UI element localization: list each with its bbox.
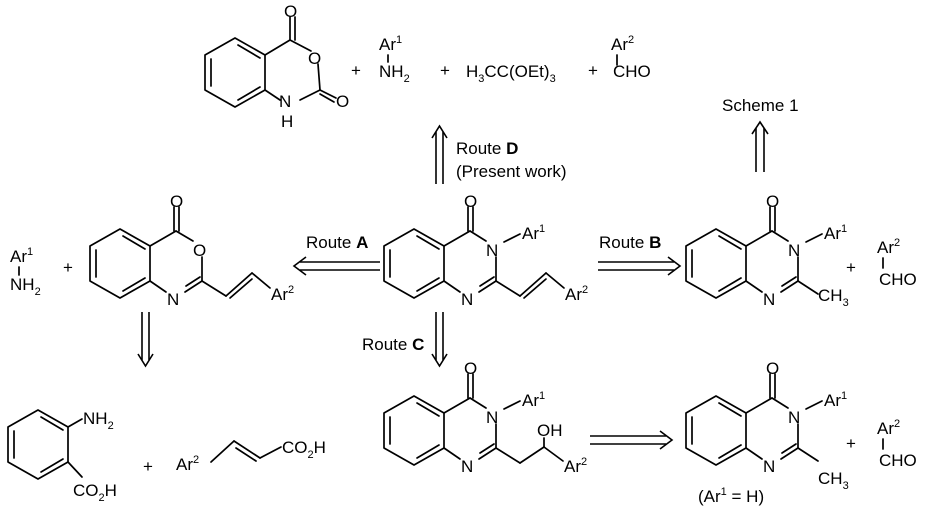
route-c-label: Route C xyxy=(362,335,424,354)
isatoic-anhydride: O O O N H xyxy=(204,2,349,131)
aniline-ar1-nh2: Ar1 NH2 xyxy=(379,34,410,85)
svg-text:Ar2: Ar2 xyxy=(176,454,199,474)
svg-text:NH2: NH2 xyxy=(379,62,410,85)
2-methylquinazolinone-right: O N N Ar1 CH3 xyxy=(685,192,849,309)
aldehyde-ar2-cho: Ar2 CHO xyxy=(611,34,651,81)
svg-text:Ar2: Ar2 xyxy=(877,418,900,438)
aldehyde-ar2-cho-bottom: Ar2 CHO xyxy=(877,418,917,470)
route-d-label: Route D xyxy=(456,139,518,158)
svg-text:Ar2: Ar2 xyxy=(877,237,900,257)
svg-text:H3CC(OEt)3: H3CC(OEt)3 xyxy=(466,62,556,85)
plus-sign: + xyxy=(351,61,361,80)
present-work-label: (Present work) xyxy=(456,162,567,181)
retro-arrow-left-down xyxy=(137,312,154,368)
svg-text:Ar2: Ar2 xyxy=(564,456,587,476)
svg-text:N: N xyxy=(461,457,473,476)
retro-arrow-bottom-right xyxy=(590,430,674,450)
atom-label: H xyxy=(281,112,293,131)
svg-text:CH3: CH3 xyxy=(818,286,849,309)
aniline-ar1-nh2-left: Ar1 NH2 xyxy=(10,246,41,298)
styryl-benzoxazinone: O O N Ar2 xyxy=(89,192,294,309)
svg-text:N: N xyxy=(167,290,179,309)
retro-arrow-route-b xyxy=(598,256,682,276)
plus-sign: + xyxy=(846,434,856,453)
plus-sign: + xyxy=(440,61,450,80)
triethyl-orthoacetate: H3CC(OEt)3 xyxy=(466,62,556,85)
route-b-label: Route B xyxy=(599,233,661,252)
retro-arrow-route-a xyxy=(292,256,380,276)
svg-text:O: O xyxy=(170,192,183,211)
svg-text:N: N xyxy=(763,290,775,309)
target-2-styrylquinazolinone: O N N Ar1 Ar2 xyxy=(383,192,588,309)
retro-arrow-route-d xyxy=(431,124,448,184)
svg-text:Ar2: Ar2 xyxy=(271,284,294,304)
svg-text:N: N xyxy=(788,408,800,427)
svg-text:CO2H: CO2H xyxy=(73,481,117,504)
plus-sign: + xyxy=(588,61,598,80)
cinnamic-acid: Ar2 CO2H xyxy=(176,438,326,474)
svg-text:N: N xyxy=(763,457,775,476)
aldehyde-ar2-cho-right: Ar2 CHO xyxy=(877,237,917,289)
svg-text:N: N xyxy=(461,290,473,309)
svg-text:O: O xyxy=(766,192,779,211)
route-a-label: Route A xyxy=(306,233,368,252)
svg-text:O: O xyxy=(766,359,779,378)
plus-sign: + xyxy=(143,457,153,476)
svg-text:Ar2: Ar2 xyxy=(611,34,634,54)
svg-text:Ar2: Ar2 xyxy=(565,284,588,304)
svg-text:O: O xyxy=(193,241,206,260)
svg-text:Ar1: Ar1 xyxy=(379,34,402,54)
svg-text:O: O xyxy=(464,192,477,211)
svg-text:OH: OH xyxy=(537,421,563,440)
plus-sign: + xyxy=(846,258,856,277)
atom-label: O xyxy=(284,2,297,21)
2-methylquinazolinone-bottom: O N N Ar1 CH3 (Ar1 = H) xyxy=(685,359,849,506)
svg-text:CH3: CH3 xyxy=(818,469,849,492)
anthranilic-acid: NH2 CO2H xyxy=(7,409,117,504)
atom-label: N xyxy=(279,92,291,111)
svg-text:O: O xyxy=(464,359,477,378)
plus-sign: + xyxy=(63,258,73,277)
svg-text:CO2H: CO2H xyxy=(282,438,326,461)
atom-label: O xyxy=(336,92,349,111)
svg-text:NH2: NH2 xyxy=(10,275,41,298)
svg-text:NH2: NH2 xyxy=(83,409,114,432)
svg-text:Ar1: Ar1 xyxy=(522,390,545,410)
svg-text:N: N xyxy=(486,408,498,427)
svg-text:N: N xyxy=(788,241,800,260)
svg-text:CHO: CHO xyxy=(613,62,651,81)
atom-label: O xyxy=(308,49,321,68)
scheme1-label: Scheme 1 xyxy=(722,96,799,115)
svg-text:CHO: CHO xyxy=(879,270,917,289)
svg-text:N: N xyxy=(486,241,498,260)
svg-text:CHO: CHO xyxy=(879,451,917,470)
svg-text:Ar1: Ar1 xyxy=(10,246,33,266)
svg-text:Ar1: Ar1 xyxy=(824,223,847,243)
hydroxy-quinazolinone-intermediate: O N N Ar1 OH Ar2 xyxy=(383,359,587,476)
svg-text:Ar1: Ar1 xyxy=(824,390,847,410)
retro-arrow-scheme1 xyxy=(751,120,769,172)
retro-arrow-route-c xyxy=(431,312,448,368)
svg-text:Ar1: Ar1 xyxy=(522,223,545,243)
ar1-eq-h-note: (Ar1 = H) xyxy=(698,486,764,506)
